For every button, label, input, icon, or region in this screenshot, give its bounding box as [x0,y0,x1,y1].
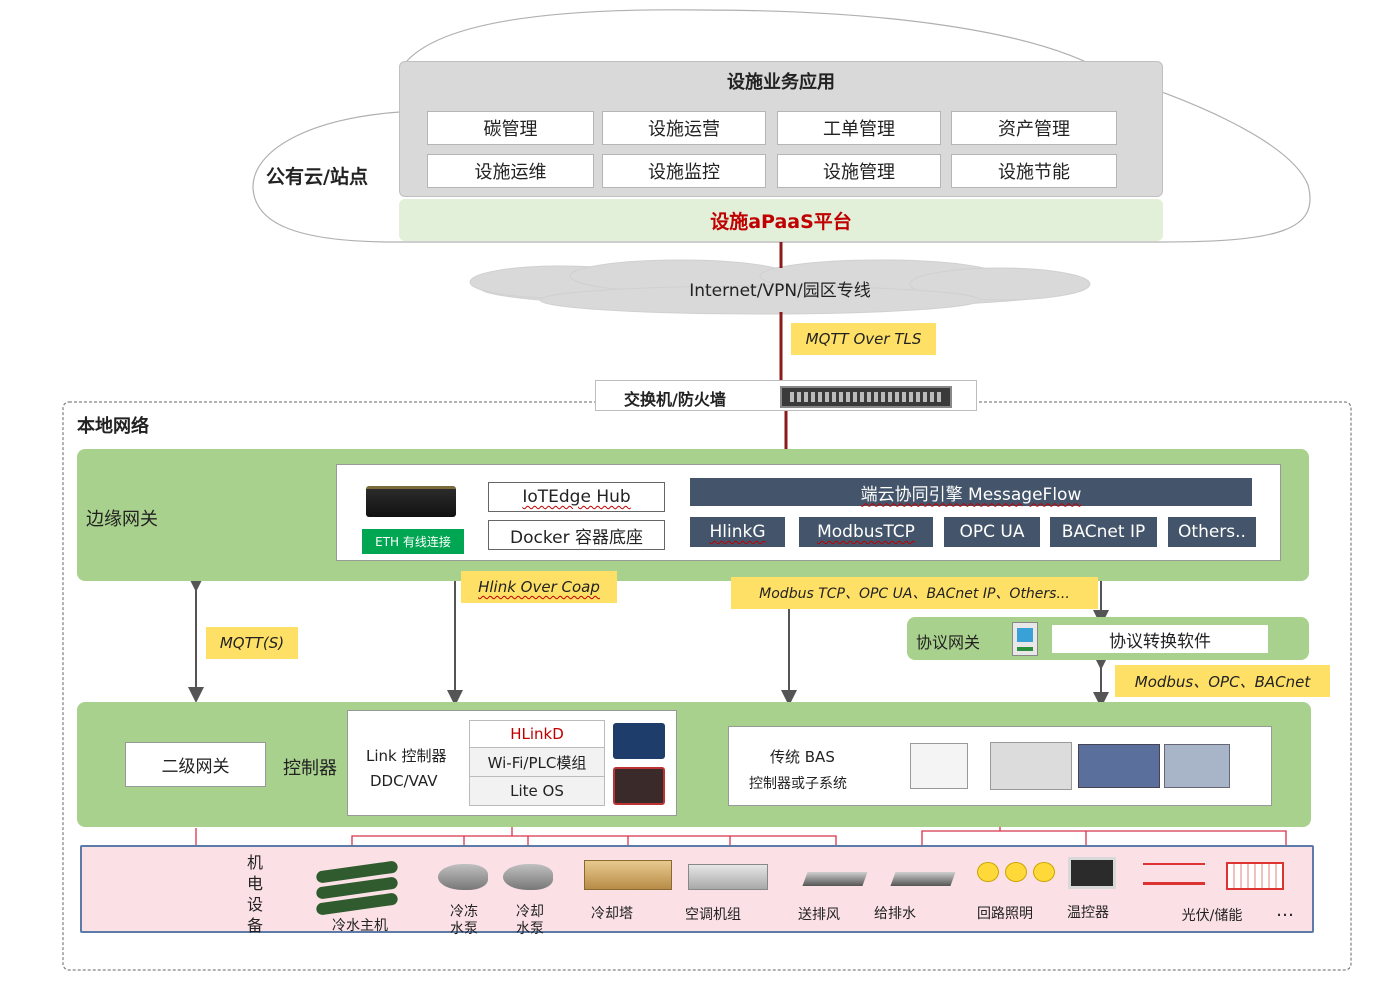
wifi-plc-cell: Wi-Fi/PLC模组 [470,748,604,777]
iotedge-hub: IoTEdge Hub [488,482,665,512]
storage-icon [1226,862,1284,890]
bas-controller-icon-4 [1164,744,1230,788]
modbus-tcp-tag: Modbus TCP、OPC UA、BACnet IP、Others... [731,577,1098,609]
bas-line1: 传统 BAS [770,748,835,766]
firewall-label: 交换机/防火墙 [624,390,726,409]
internet-label: Internet/VPN/园区专线 [689,281,871,301]
edge-gateway-label: 边缘网关 [86,509,158,530]
secondary-gateway: 二级网关 [125,742,266,787]
cooling-pump-icon [503,864,553,890]
chiller-label: 冷水主机 [332,918,388,934]
water-icon [890,872,956,886]
protocol-opcua: OPC UA [944,517,1040,547]
cloud-label: 公有云/站点 [266,166,368,188]
apaas-platform: 设施aPaaS平台 [399,199,1163,241]
chilled-pump-icon [438,864,488,890]
app-asset: 资产管理 [951,111,1117,145]
gateway-device-icon [366,486,456,517]
cooling-pump-label-1: 冷却 [516,904,544,920]
app-energy: 设施节能 [951,154,1117,188]
protocol-gateway-label: 协议网关 [916,633,981,652]
protocol-hlinkg: HlinkG [690,517,785,547]
hlink-coap-tag: Hlink Over Coap [461,571,617,603]
thermostat-label: 温控器 [1067,905,1109,921]
protocol-gateway-device-icon [1012,622,1038,656]
apps-title: 设施业务应用 [727,72,835,93]
water-label: 给排水 [874,906,916,922]
liteos-cell: Lite OS [510,782,564,800]
cooling-tower-icon [584,860,672,890]
protocol-bacnet: BACnet IP [1050,517,1157,547]
link-controller-line2: DDC/VAV [370,772,438,790]
devices-label: 机电设备 [247,853,264,935]
ahu-icon [688,864,768,890]
bas-controller-icon-3 [1078,744,1160,788]
lighting-icon [977,862,1057,882]
protocol-conversion-software: 协议转换软件 [1052,625,1268,653]
app-management: 设施管理 [777,154,941,188]
local-network-label: 本地网络 [77,416,149,437]
solar-icon [1143,863,1205,885]
thermostat-icon [1068,857,1116,889]
mqtts-tag: MQTT(S) [206,627,298,659]
message-flow-engine: 端云协同引擎 MessageFlow [690,478,1252,506]
more-devices: … [1276,900,1294,921]
controller-device-icon [613,723,665,759]
app-carbon: 碳管理 [427,111,594,145]
eth-badge: ETH 有线连接 [362,529,464,554]
mqtt-tls-tag: MQTT Over TLS [791,323,936,355]
chilled-pump-label-1: 冷冻 [450,904,478,920]
cooling-pump-label-2: 水泵 [516,921,544,937]
app-monitoring: 设施监控 [602,154,766,188]
protocol-others: Others.. [1168,517,1256,547]
chiller-icon [312,860,402,916]
ahu-label: 空调机组 [685,907,741,923]
app-maintenance: 设施运维 [427,154,594,188]
lighting-label: 回路照明 [977,906,1033,922]
switch-icon [780,386,952,408]
docker-base: Docker 容器底座 [488,520,665,550]
protocol-modbustcp: ModbusTCP [799,517,933,547]
link-controller-line1: Link 控制器 [366,747,447,765]
app-workorder: 工单管理 [777,111,941,145]
hlinkd-cell: HLinkD [470,721,604,748]
pv-storage-label: 光伏/储能 [1181,908,1243,924]
bas-controller-icon-2 [990,742,1072,790]
app-operation: 设施运营 [602,111,766,145]
controller-board-icon [613,767,665,805]
bas-controller-icon-1 [910,743,968,789]
bas-line2: 控制器或子系统 [749,776,847,792]
modbus-opc-tag: Modbus、OPC、BACnet [1115,665,1330,697]
supply-exhaust-label: 送排风 [798,907,840,923]
cooling-tower-label: 冷却塔 [591,906,633,922]
chilled-pump-label-2: 水泵 [450,921,478,937]
controller-label: 控制器 [283,758,337,779]
supply-exhaust-icon [802,872,868,886]
